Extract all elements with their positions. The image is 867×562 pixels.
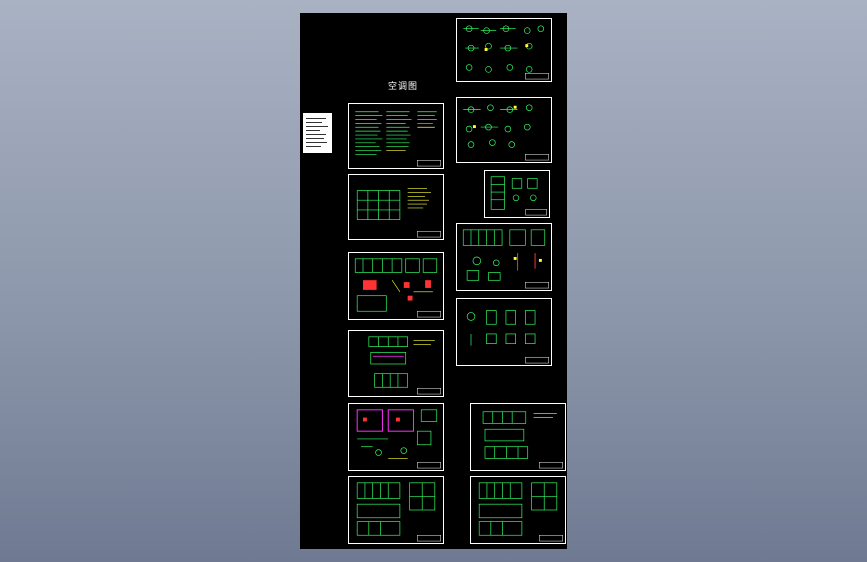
sheet-detail-small[interactable] bbox=[484, 170, 550, 218]
sheet-equipment[interactable] bbox=[456, 223, 552, 291]
sheet-details-2[interactable] bbox=[348, 403, 444, 471]
sheet-sections-2[interactable] bbox=[456, 298, 552, 366]
sheet-plan-3[interactable] bbox=[470, 403, 566, 471]
sheet-plan-1[interactable] bbox=[348, 174, 444, 240]
sheet-sections-1[interactable] bbox=[348, 476, 444, 544]
sheet-details-1[interactable] bbox=[348, 252, 444, 320]
sheet-fittings-1[interactable] bbox=[456, 18, 552, 82]
sheet-fittings-2[interactable] bbox=[456, 97, 552, 163]
drawing-title: 空调图 bbox=[387, 82, 418, 92]
sheet-notes[interactable] bbox=[348, 103, 444, 169]
sheet-plan-2[interactable] bbox=[348, 330, 444, 397]
sheet-sections-3[interactable] bbox=[470, 476, 566, 544]
cad-drawing-canvas[interactable]: 空调图 bbox=[300, 13, 567, 549]
legend-card bbox=[303, 113, 332, 153]
